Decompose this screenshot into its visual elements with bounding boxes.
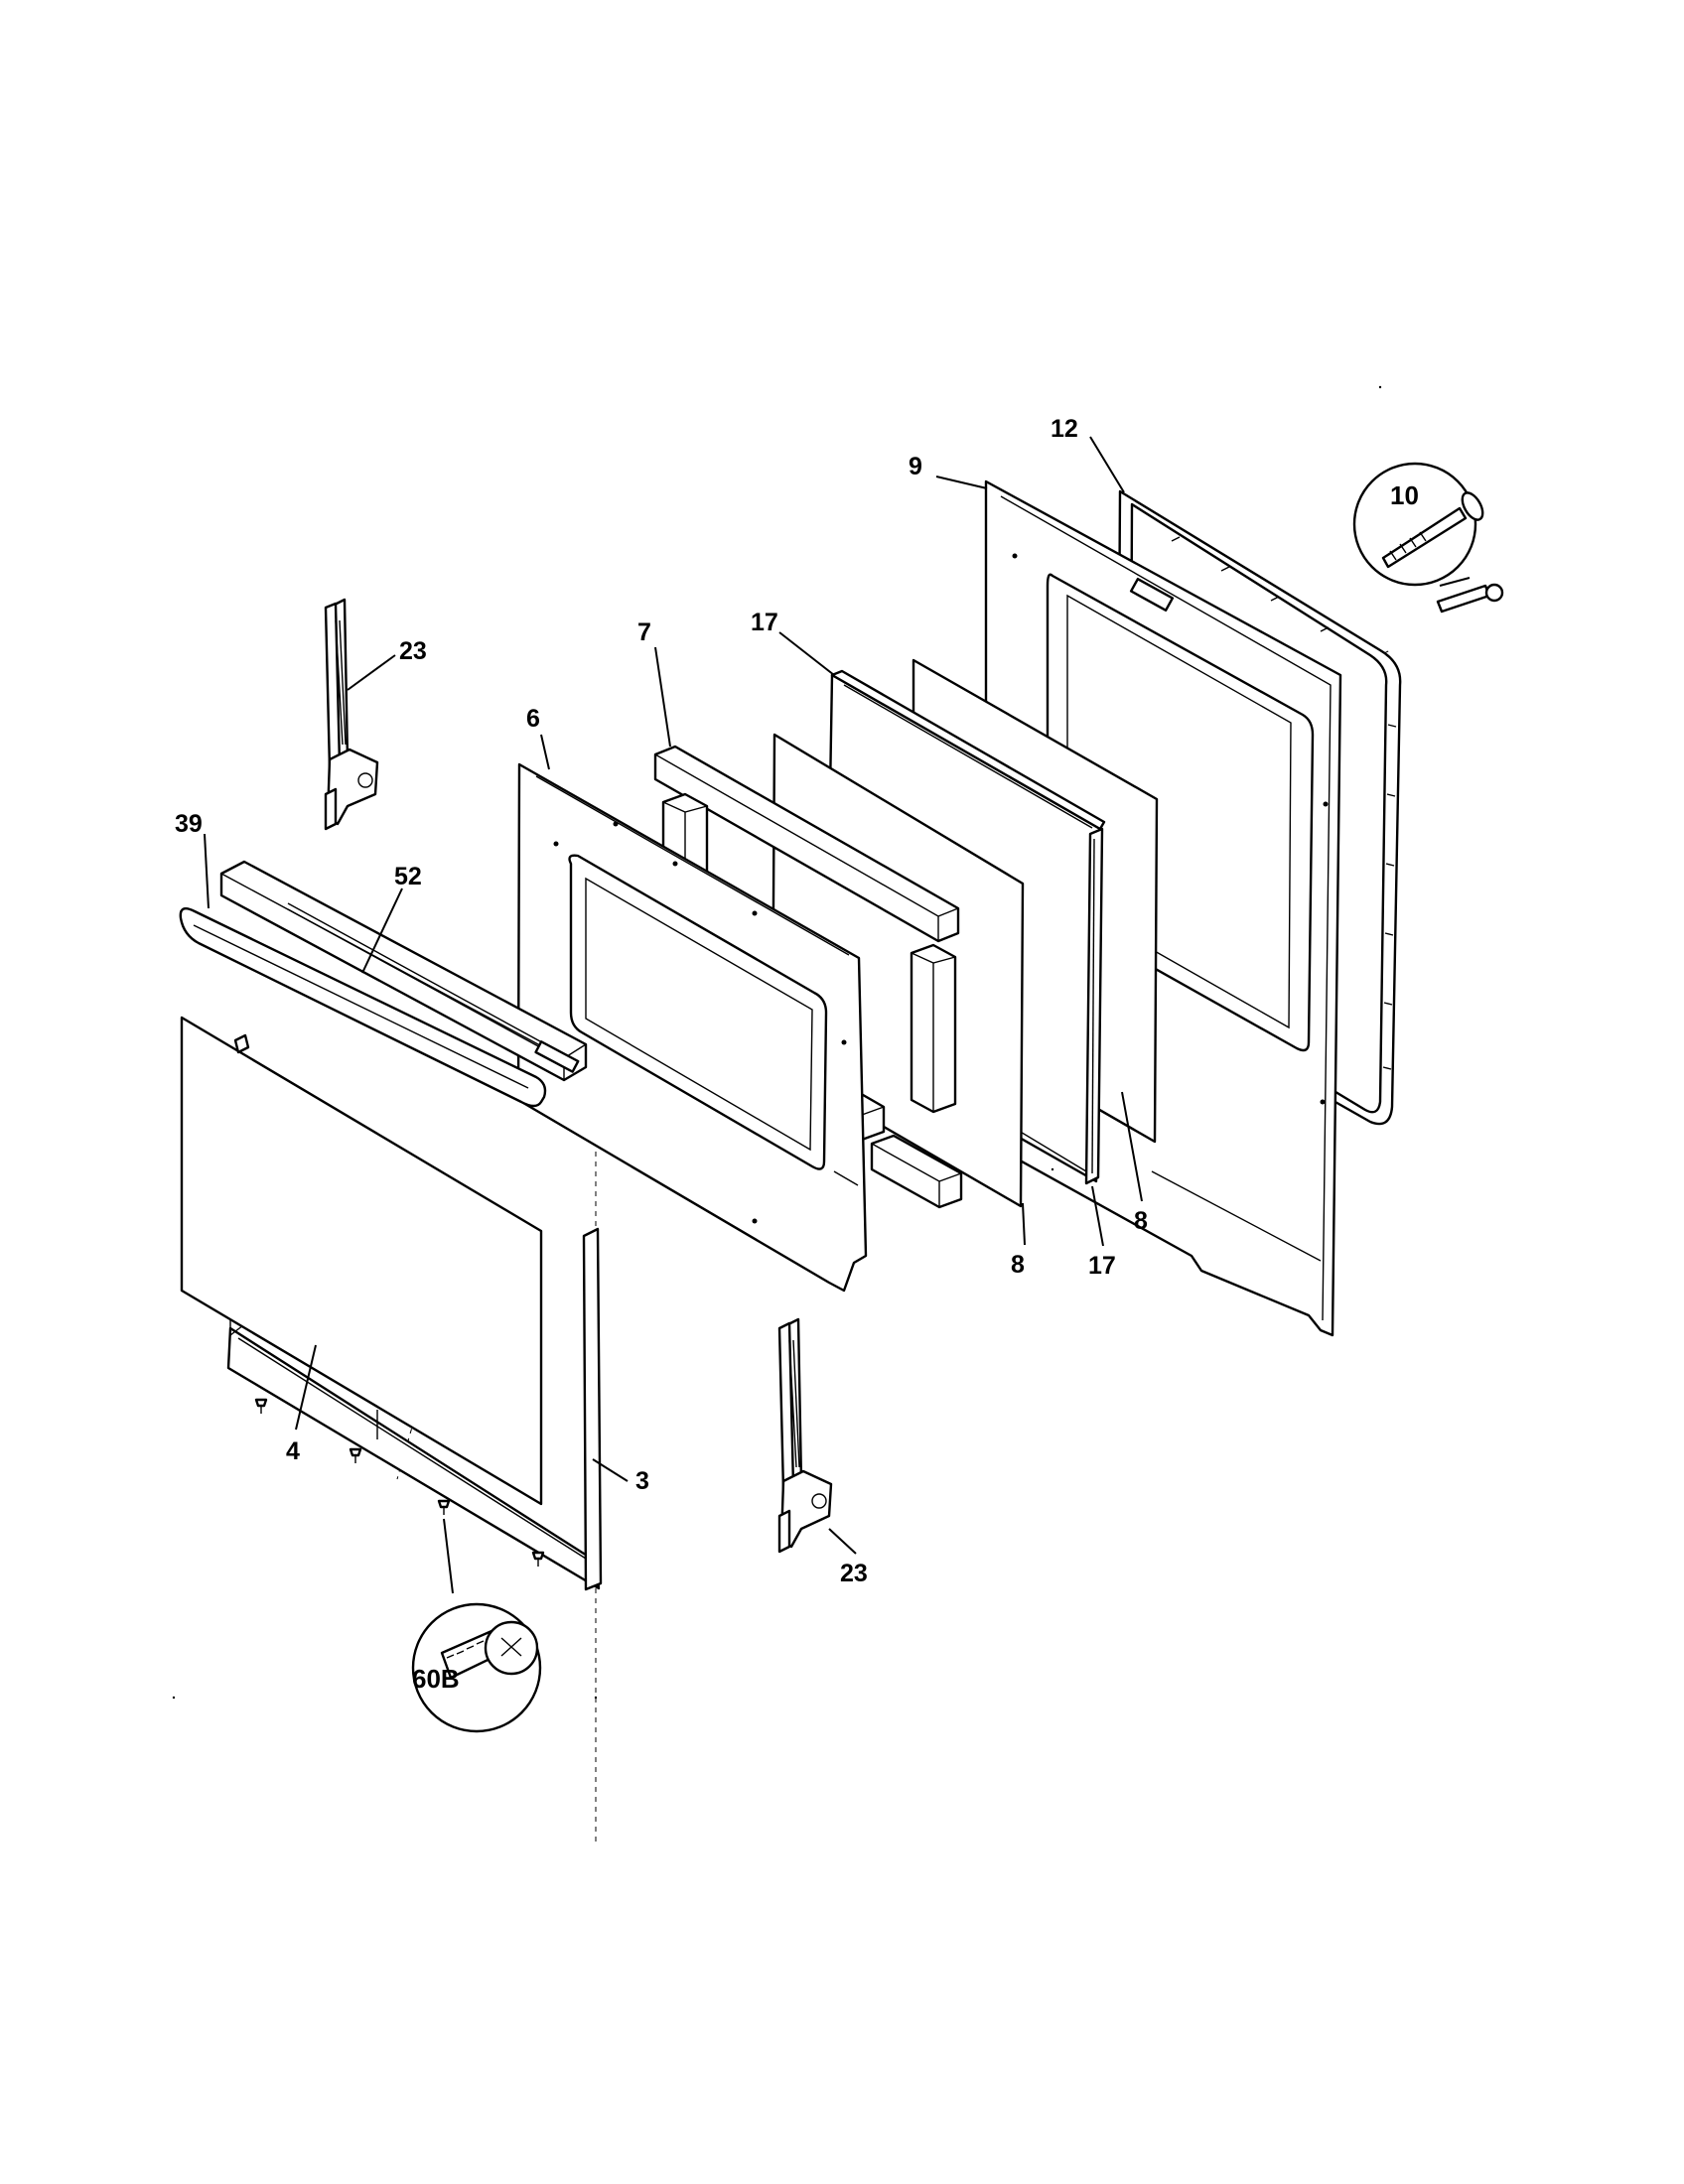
callout-6: 6 (526, 705, 540, 733)
callout-12: 12 (1051, 415, 1078, 443)
callout-60b: 60B (412, 1664, 460, 1694)
callout-leaders (204, 436, 1471, 1594)
callout-8-front: 8 (1011, 1251, 1025, 1279)
door-screw-10 (1436, 583, 1504, 614)
door-hinge-23-upper (324, 598, 379, 831)
callout-17-top: 17 (751, 609, 778, 636)
callout-7: 7 (637, 618, 651, 646)
callout-52: 52 (394, 863, 422, 890)
door-liner-6 (516, 762, 868, 1293)
callout-10: 10 (1390, 480, 1419, 510)
callout-8-rear: 8 (1134, 1207, 1148, 1235)
callout-9: 9 (909, 453, 922, 480)
callout-17-bottom: 17 (1088, 1252, 1116, 1280)
door-glass-4 (180, 1016, 543, 1506)
callout-4: 4 (286, 1437, 300, 1465)
vent-trim-52 (219, 860, 588, 1082)
callout-23-upper: 23 (399, 637, 427, 665)
detail-circle-10: 10 (1352, 462, 1484, 587)
door-hinge-23-lower (777, 1317, 833, 1554)
door-handle-39 (179, 907, 547, 1108)
outer-door-frame-3 (226, 1227, 603, 1591)
detail-circle-60b: 60B (411, 1602, 542, 1733)
callout-3: 3 (635, 1467, 649, 1495)
scan-specks (172, 385, 1382, 1700)
gasket-clips (1171, 536, 1397, 1070)
callout-23-lower: 23 (840, 1560, 868, 1587)
door-screws-60b (254, 1398, 545, 1567)
callout-labels: 9 12 17 7 6 23 39 52 4 3 8 17 8 23 (175, 415, 1148, 1587)
callout-39: 39 (175, 810, 203, 838)
